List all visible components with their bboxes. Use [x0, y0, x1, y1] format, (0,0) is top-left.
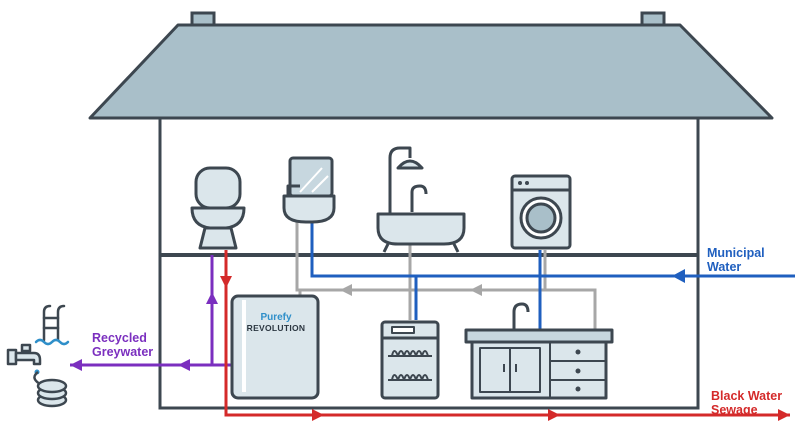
black-arrow-3	[778, 409, 790, 421]
hose-icon	[33, 371, 68, 408]
recycled-arrow-left-1	[178, 359, 190, 371]
purefy-unit	[230, 294, 320, 400]
faucet-icon	[6, 343, 42, 375]
unit-brand-label: Purefy REVOLUTION	[236, 312, 316, 333]
grey-arrow-2	[470, 284, 482, 296]
unit-model: REVOLUTION	[246, 323, 306, 333]
black-arrow-down	[220, 276, 232, 288]
toilet-icon	[190, 166, 246, 250]
black-water-label: Black Water Sewage	[711, 389, 783, 417]
black-water-pipes	[220, 250, 790, 421]
recycled-pipes	[70, 255, 238, 371]
roof	[88, 23, 774, 120]
recycled-greywater-label: Recycled Greywater	[92, 331, 154, 359]
grey-arrow-1	[340, 284, 352, 296]
kitchen-sink-icon	[464, 302, 614, 400]
washing-machine-icon	[510, 174, 572, 250]
black-water-line	[224, 250, 790, 417]
black-arrow-2	[548, 409, 560, 421]
recycled-arrow-left-2	[70, 359, 82, 371]
black-arrow-1	[312, 409, 324, 421]
bathroom-sink-icon	[282, 156, 336, 224]
municipal-water-pipes	[310, 222, 795, 330]
dishwasher-icon	[380, 320, 440, 400]
recycled-arrow-up	[206, 292, 218, 304]
unit-brand: Purefy	[260, 312, 292, 323]
municipal-arrow	[672, 269, 685, 283]
house	[88, 11, 774, 410]
pool-ladder-icon	[34, 304, 70, 346]
municipal-water-label: Municipal Water	[707, 246, 765, 274]
bathtub-icon	[376, 146, 466, 253]
municipal-main	[310, 222, 795, 278]
